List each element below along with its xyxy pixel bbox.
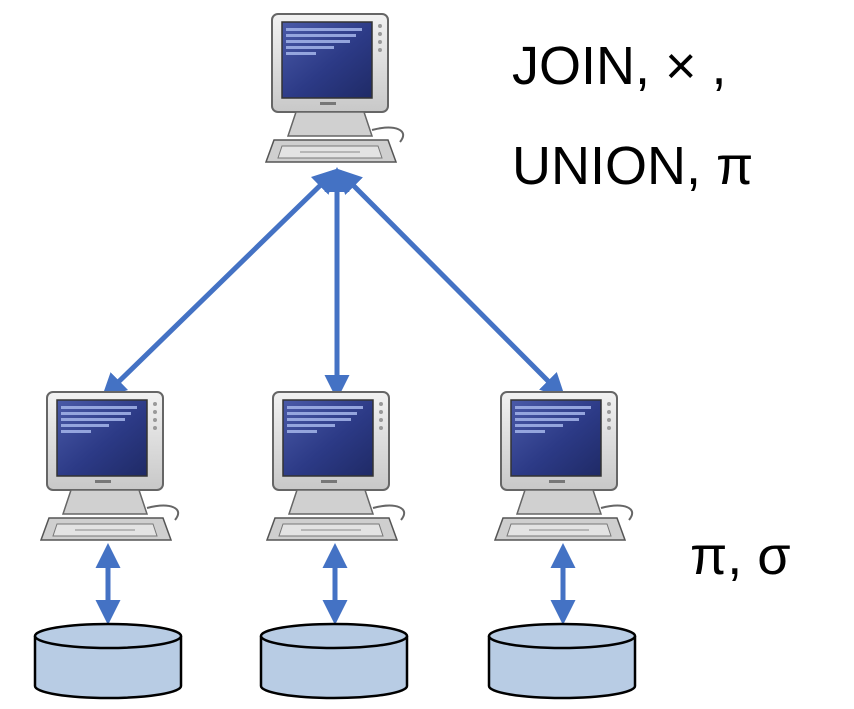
site-2-database-icon — [259, 622, 409, 700]
site-1-computer-icon — [39, 390, 180, 542]
coordinator-computer-icon — [264, 12, 405, 164]
site-operations-label: π, σ — [690, 526, 791, 586]
site-3-database-icon — [487, 622, 637, 700]
site-1-database-icon — [33, 622, 183, 700]
link-coordinator-site-1 — [101, 168, 338, 399]
link-coordinator-site-3 — [336, 168, 566, 399]
site-2-computer-icon — [265, 390, 406, 542]
site-3-computer-icon — [493, 390, 634, 542]
coordinator-operations-line-2: UNION, π — [512, 136, 754, 196]
coordinator-operations-line-1: JOIN, × , — [512, 36, 727, 96]
